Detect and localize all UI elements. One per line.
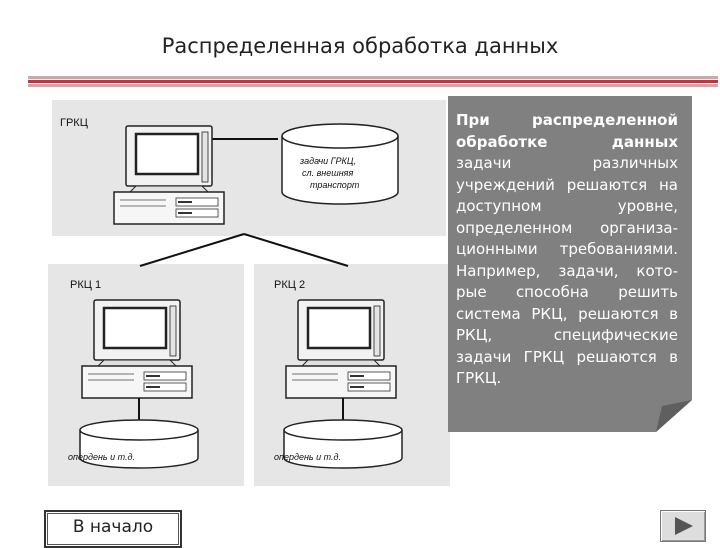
database-icon-right xyxy=(283,419,403,469)
db-text-top-3: транспорт xyxy=(310,180,360,190)
db-text-left: опердень и т.д. xyxy=(68,452,135,462)
database-icon-top xyxy=(281,123,399,205)
database-icon-left xyxy=(79,419,199,469)
callout-box xyxy=(448,96,692,432)
link-top-left xyxy=(139,233,245,267)
computer-icon-right xyxy=(284,298,398,400)
play-triangle-icon xyxy=(675,517,693,535)
home-button-label: В начало xyxy=(72,517,154,537)
slide-title: Распределенная обработка данных xyxy=(161,34,559,58)
node-label-top: ГРКЦ xyxy=(60,117,88,129)
network-diagram: ГРКЦ задачи ГРКЦ, сл. внешняя транспорт … xyxy=(48,100,450,486)
callout-bold-text: При распределенной обработке данных xyxy=(456,111,678,151)
divider-line-accent xyxy=(28,80,718,83)
link-top-right xyxy=(243,233,349,267)
callout-text: При распределенной обработке данных зада… xyxy=(456,110,678,390)
next-slide-button[interactable] xyxy=(660,510,706,542)
computer-icon-left xyxy=(80,298,194,400)
node-label-left: РКЦ 1 xyxy=(70,279,101,291)
node-label-right: РКЦ 2 xyxy=(274,279,305,291)
home-button[interactable]: В начало xyxy=(44,510,182,548)
db-text-top-2: сл. внешняя xyxy=(302,168,353,178)
callout-body-text: задачи различных учреждений решаются на … xyxy=(456,154,678,387)
divider-line-bottom xyxy=(28,84,718,87)
db-text-top-1: задачи ГРКЦ, xyxy=(299,156,356,166)
db-text-right: опердень и т.д. xyxy=(274,452,341,462)
divider-line-top xyxy=(28,76,718,79)
computer-icon-top xyxy=(112,124,226,226)
